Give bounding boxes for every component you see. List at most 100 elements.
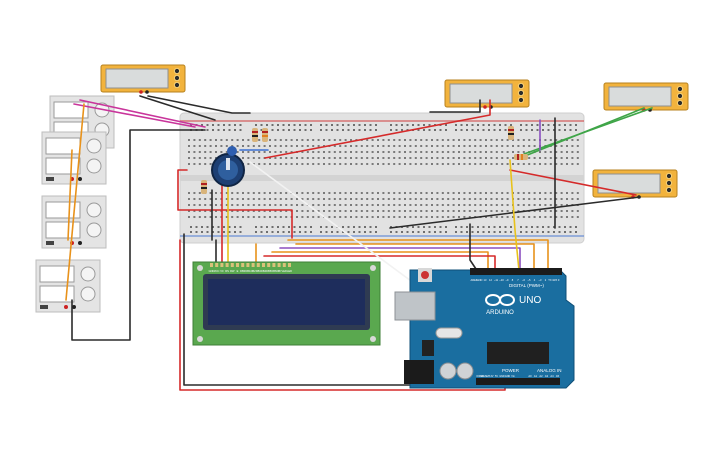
- resistor-4: [508, 126, 514, 140]
- analog-pin-label: A4: [550, 374, 554, 378]
- lcd-pin-label: DB1: [245, 269, 251, 273]
- lcd-pin[interactable]: [277, 263, 281, 267]
- potentiometer[interactable]: [211, 146, 245, 187]
- digital-pin-label: ~9: [506, 278, 510, 282]
- analog-pin-label: A5: [556, 374, 560, 378]
- power-pin-label: Vin: [511, 375, 515, 378]
- lcd-pin[interactable]: [210, 263, 213, 267]
- lcd-pin-label: DB5: [266, 269, 272, 273]
- multimeter-4[interactable]: [592, 169, 678, 199]
- wire-7[interactable]: [67, 149, 73, 241]
- wire-2[interactable]: [73, 103, 196, 128]
- wire-9[interactable]: [429, 99, 481, 113]
- wire-8[interactable]: [264, 99, 491, 159]
- lcd-pin-label: DB0: [240, 269, 246, 273]
- analog-header-label: ANALOG IN: [537, 368, 562, 373]
- resistor-5: [514, 154, 528, 160]
- resistor-3: [201, 180, 207, 194]
- lcd-pin[interactable]: [272, 263, 276, 267]
- usb-port: [394, 291, 436, 321]
- lcd-pin[interactable]: [215, 263, 219, 267]
- multimeter-1[interactable]: [100, 64, 186, 94]
- wire-22[interactable]: [295, 243, 535, 273]
- lcd-pin[interactable]: [282, 263, 286, 267]
- lcd-pin-label: DB7: [277, 269, 283, 273]
- lcd-pin[interactable]: [230, 263, 234, 267]
- digital-pin-label: 7: [517, 278, 519, 282]
- lcd-pin-label: RW: [230, 269, 235, 273]
- board-model: UNO: [519, 295, 541, 306]
- arduino-infinity-logo-icon: [485, 294, 515, 306]
- wire-12[interactable]: [509, 169, 637, 196]
- wire-3[interactable]: [139, 95, 216, 121]
- lcd-pin[interactable]: [251, 263, 255, 267]
- power-pin-label: GND: [505, 375, 511, 378]
- atmega-chip: [487, 342, 549, 364]
- board-brand: ARDUINO: [486, 310, 514, 316]
- power-pin-label: IOREF: [476, 375, 484, 378]
- multimeter-2[interactable]: [444, 79, 530, 109]
- wire-24[interactable]: [271, 251, 489, 273]
- lcd-pin-label: E: [237, 269, 239, 273]
- wire-5[interactable]: [71, 129, 206, 341]
- digital-pin-label: AREF: [471, 278, 478, 282]
- lcd-pin[interactable]: [241, 263, 245, 267]
- lcd-pin-label: V0: [220, 269, 224, 273]
- digital-header[interactable]: [470, 268, 562, 275]
- digital-pin-label: ~6: [522, 278, 526, 282]
- power-jack: [404, 360, 434, 384]
- lcd-pin[interactable]: [256, 263, 260, 267]
- lcd-pin-label: LED: [287, 269, 292, 273]
- multimeter-3[interactable]: [603, 82, 689, 112]
- digital-pin-label: RX 0: [554, 278, 560, 282]
- wire-11[interactable]: [523, 107, 653, 155]
- lcd-pin[interactable]: [267, 263, 271, 267]
- lcd-pin-label: GND: [209, 269, 215, 273]
- power-supply-2[interactable]: [41, 131, 107, 185]
- power-header-label: POWER: [502, 368, 520, 373]
- lcd-pin-label: DB3: [256, 269, 262, 273]
- lcd-pin[interactable]: [220, 263, 224, 267]
- wire-6[interactable]: [65, 103, 85, 301]
- wire-1[interactable]: [79, 99, 206, 128]
- lcd-pin-label: DB2: [251, 269, 257, 273]
- wire-14[interactable]: [177, 169, 293, 239]
- lcd-pin-label: LED: [282, 269, 287, 273]
- digital-header-label: DIGITAL (PWM~): [509, 283, 544, 288]
- power-pin-label: GND: [499, 375, 505, 378]
- wire-25[interactable]: [263, 255, 496, 273]
- lcd-pin-label: DB6: [271, 269, 277, 273]
- analog-power-header[interactable]: [476, 378, 560, 385]
- digital-pin-label: 4: [534, 278, 536, 282]
- resistor-2: [262, 128, 268, 142]
- reset-button-icon: [421, 271, 429, 279]
- lcd-pin-label: RS: [225, 269, 229, 273]
- wire-23[interactable]: [279, 247, 521, 273]
- wire-21[interactable]: [287, 239, 549, 273]
- digital-pin-label: ~3: [539, 278, 543, 282]
- resistor-1: [252, 128, 258, 142]
- power-supply-3[interactable]: [41, 195, 107, 249]
- wire-13[interactable]: [389, 196, 641, 229]
- arduino-uno[interactable]: ARDUINO UNO DIGITAL (PWM~) ANALOG IN POW…: [394, 268, 575, 389]
- lcd-pin[interactable]: [225, 263, 229, 267]
- digital-pin-label: 12: [489, 278, 492, 282]
- multimeters: [100, 64, 689, 199]
- digital-pin-label: 13: [484, 278, 487, 282]
- analog-pin-label: A1: [534, 374, 538, 378]
- wire-4[interactable]: [147, 95, 251, 114]
- lcd-pin[interactable]: [288, 263, 291, 267]
- power-pin-label: 5V: [495, 375, 498, 378]
- lcd-pin[interactable]: [236, 263, 239, 267]
- lcd-pin-label: DB4: [261, 269, 267, 273]
- digital-pin-label: 2: [545, 278, 547, 282]
- analog-pin-label: A2: [539, 374, 543, 378]
- power-pin-label: RESET: [482, 375, 491, 378]
- lcd-pin[interactable]: [262, 263, 265, 267]
- lcd-pin[interactable]: [246, 263, 250, 267]
